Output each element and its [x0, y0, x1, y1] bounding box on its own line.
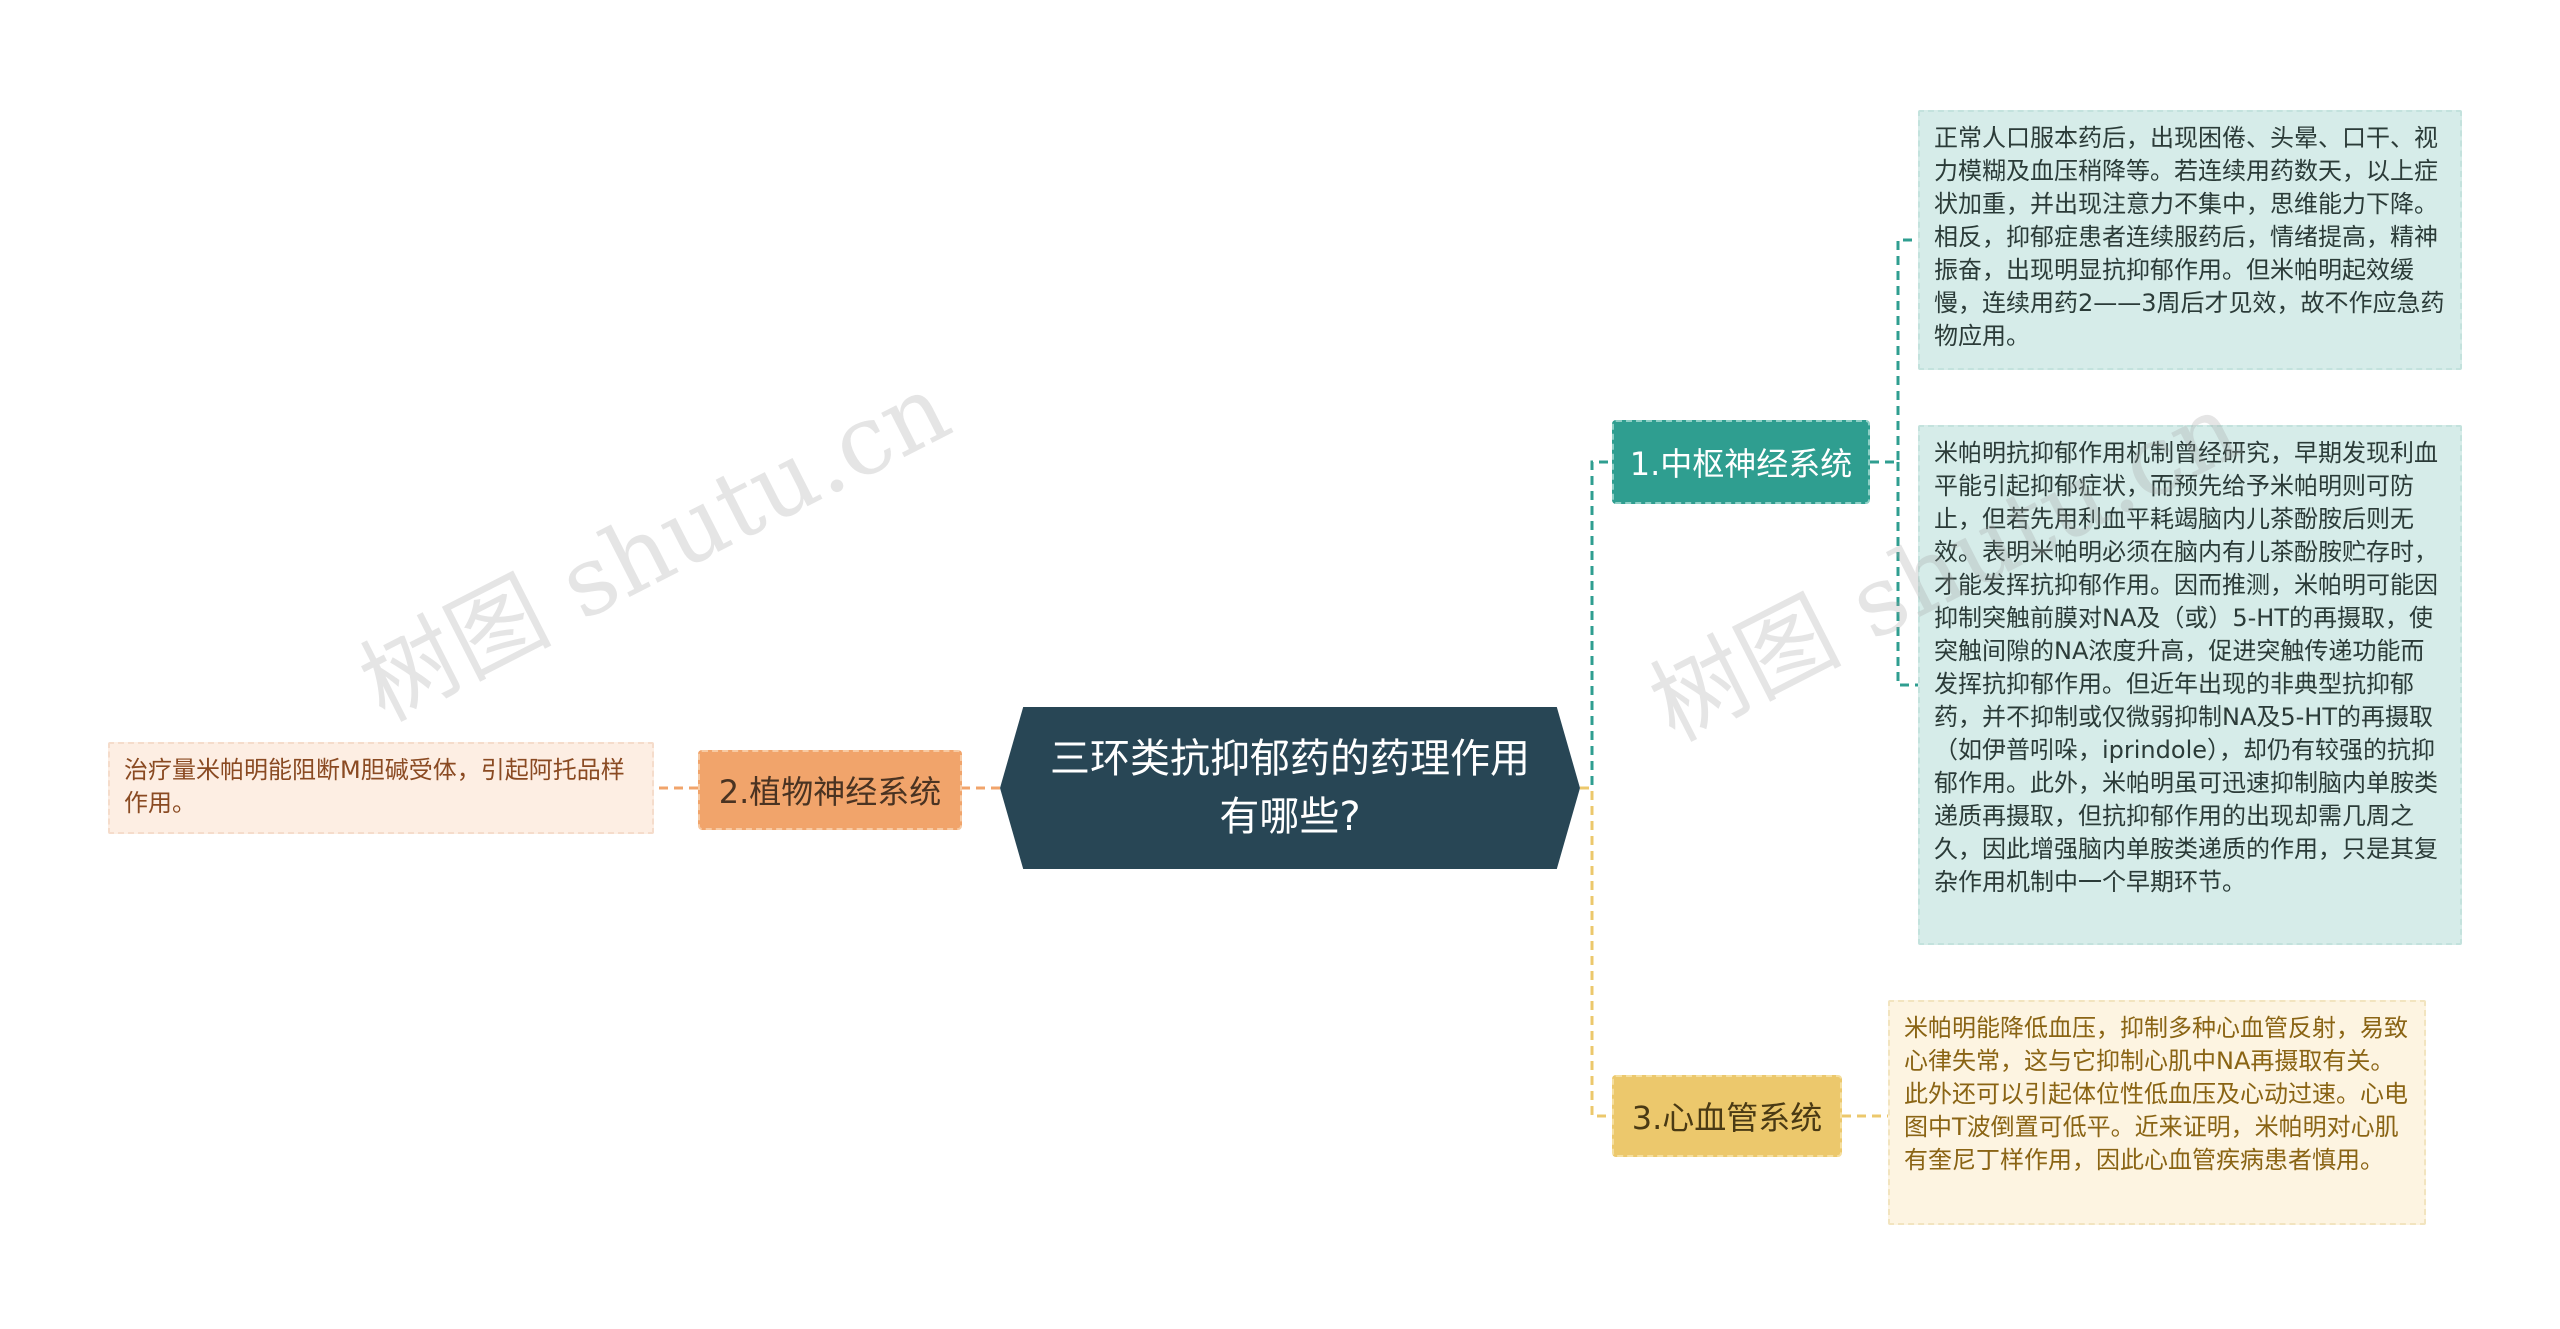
branch-autonomic-label: 2.植物神经系统	[718, 773, 942, 811]
central-topic[interactable]: 三环类抗抑郁药的药理作用有哪些?	[1000, 707, 1580, 869]
leaf-autonomic-text: 治疗量米帕明能阻断M胆碱受体，引起阿托品样作用。	[124, 756, 625, 817]
branch-cardiovascular[interactable]: 3.心血管系统	[1612, 1075, 1842, 1157]
branch-cardiovascular-label: 3.心血管系统	[1631, 1099, 1823, 1137]
central-topic-text: 三环类抗抑郁药的药理作用有哪些?	[1050, 736, 1530, 840]
connector-branch1-leaf2	[1896, 462, 1918, 687]
connector-center-branch3	[1580, 786, 1612, 1118]
connector-branch1-leaf1	[1870, 238, 1918, 464]
connector-center-branch1	[1580, 460, 1612, 790]
leaf-cardiovascular-text: 米帕明能降低血压，抑制多种心血管反射，易致心律失常，这与它抑制心肌中NA再摄取有…	[1904, 1014, 2408, 1174]
leaf-cardiovascular[interactable]: 米帕明能降低血压，抑制多种心血管反射，易致心律失常，这与它抑制心肌中NA再摄取有…	[1888, 1000, 2426, 1225]
leaf-cns-mechanism[interactable]: 米帕明抗抑郁作用机制曾经研究，早期发现利血平能引起抑郁症状，而预先给予米帕明则可…	[1918, 425, 2462, 945]
leaf-cns-effects[interactable]: 正常人口服本药后，出现困倦、头晕、口干、视力模糊及血压稍降等。若连续用药数天，以…	[1918, 110, 2462, 370]
branch-cns[interactable]: 1.中枢神经系统	[1612, 420, 1870, 504]
branch-cns-label: 1.中枢神经系统	[1629, 445, 1853, 483]
branch-autonomic[interactable]: 2.植物神经系统	[698, 750, 962, 830]
leaf-cns-mechanism-text: 米帕明抗抑郁作用机制曾经研究，早期发现利血平能引起抑郁症状，而预先给予米帕明则可…	[1934, 439, 2438, 896]
leaf-cns-effects-text: 正常人口服本药后，出现困倦、头晕、口干、视力模糊及血压稍降等。若连续用药数天，以…	[1934, 124, 2445, 350]
leaf-autonomic[interactable]: 治疗量米帕明能阻断M胆碱受体，引起阿托品样作用。	[108, 742, 654, 834]
